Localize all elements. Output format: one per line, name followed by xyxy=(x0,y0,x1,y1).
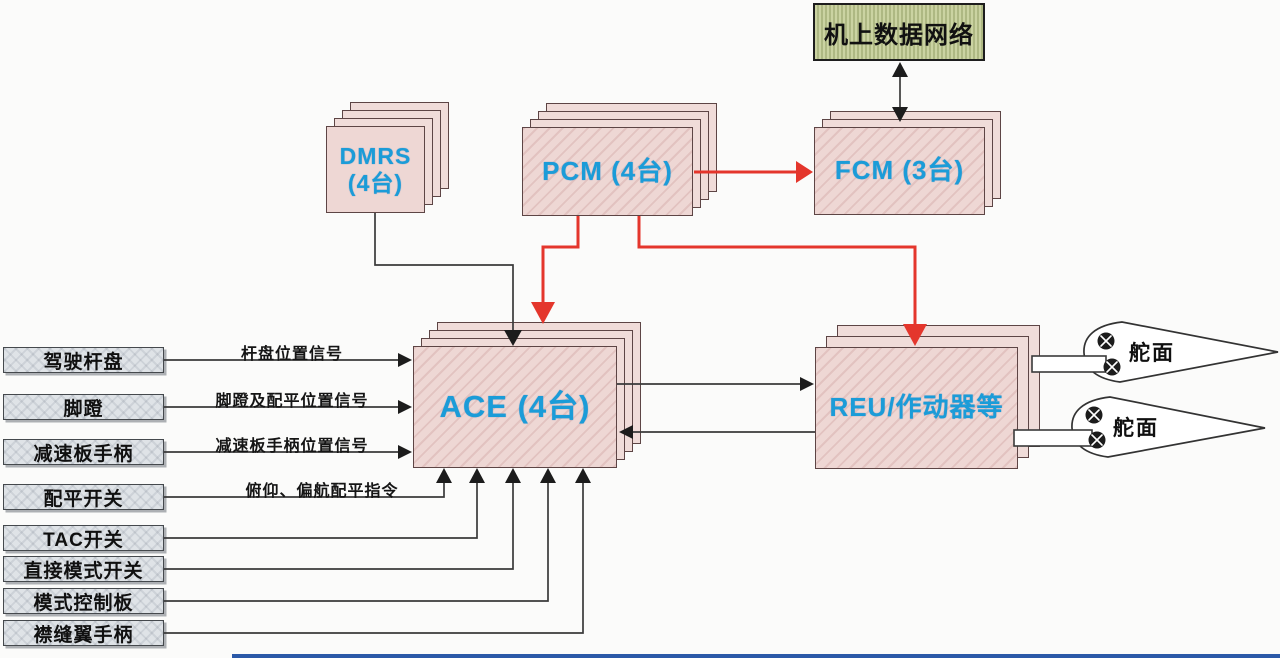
bottom-blue-bar xyxy=(232,654,1280,658)
dmrs-sheet-front: DMRS (4台) xyxy=(326,126,425,213)
control-surface-bottom-label: 舵面 xyxy=(1113,417,1159,440)
onboard-data-network-box: 机上数据网络 xyxy=(813,3,985,61)
fcm-module-stack: FCM (3台) xyxy=(814,111,1001,215)
input-label: TAC开关 xyxy=(43,529,124,551)
pcm-label: PCM (4台) xyxy=(542,155,673,186)
signal-label-pitch-yaw-trim-command: 俯仰、偏航配平指令 xyxy=(245,483,399,500)
ace-module-stack: ACE (4台) xyxy=(413,322,641,468)
actuator-rod-top xyxy=(1031,355,1107,373)
input-box-mode-control-panel: 模式控制板 xyxy=(3,588,164,614)
fcm-label: FCM (3台) xyxy=(834,155,965,186)
ace-sheet-front: ACE (4台) xyxy=(413,346,617,468)
pcm-sheet-front: PCM (4台) xyxy=(522,127,693,216)
dmrs-label-line2: (4台) xyxy=(347,169,404,196)
input-box-trim-switch: 配平开关 xyxy=(3,484,164,510)
reu-actuator-stack: REU/作动器等 xyxy=(815,325,1040,469)
reu-label: REU/作动器等 xyxy=(829,392,1004,423)
input-label: 直接模式开关 xyxy=(23,560,144,582)
signal-label-speedbrake-position: 减速板手柄位置信号 xyxy=(215,438,369,455)
input-label: 减速板手柄 xyxy=(33,443,134,465)
input-box-direct-mode-switch: 直接模式开关 xyxy=(3,556,164,582)
control-surface-top-label: 舵面 xyxy=(1129,342,1175,365)
input-label: 驾驶杆盘 xyxy=(43,351,124,373)
onboard-data-network-label: 机上数据网络 xyxy=(824,21,974,49)
dmrs-module-stack: DMRS (4台) xyxy=(326,102,449,213)
input-label: 襟缝翼手柄 xyxy=(33,624,134,646)
input-box-tac-switch: TAC开关 xyxy=(3,525,164,551)
ace-label: ACE (4台) xyxy=(439,389,591,425)
input-box-control-wheel: 驾驶杆盘 xyxy=(3,347,164,373)
fcm-sheet-front: FCM (3台) xyxy=(814,127,985,215)
input-box-speedbrake-lever: 减速板手柄 xyxy=(3,439,164,465)
signal-label-pedal-trim-position: 脚蹬及配平位置信号 xyxy=(215,393,369,410)
signal-label-wheel-position: 杆盘位置信号 xyxy=(240,346,344,363)
control-surface-top xyxy=(1083,321,1279,383)
control-surface-bottom xyxy=(1071,396,1266,458)
input-box-flap-slat-lever: 襟缝翼手柄 xyxy=(3,620,164,646)
dmrs-label-line1: DMRS xyxy=(339,143,412,170)
reu-sheet-front: REU/作动器等 xyxy=(815,347,1018,469)
input-label: 配平开关 xyxy=(43,488,124,510)
pcm-module-stack: PCM (4台) xyxy=(522,103,717,216)
input-box-pedals: 脚蹬 xyxy=(3,394,164,420)
input-label: 脚蹬 xyxy=(63,398,104,420)
input-label: 模式控制板 xyxy=(33,592,134,614)
